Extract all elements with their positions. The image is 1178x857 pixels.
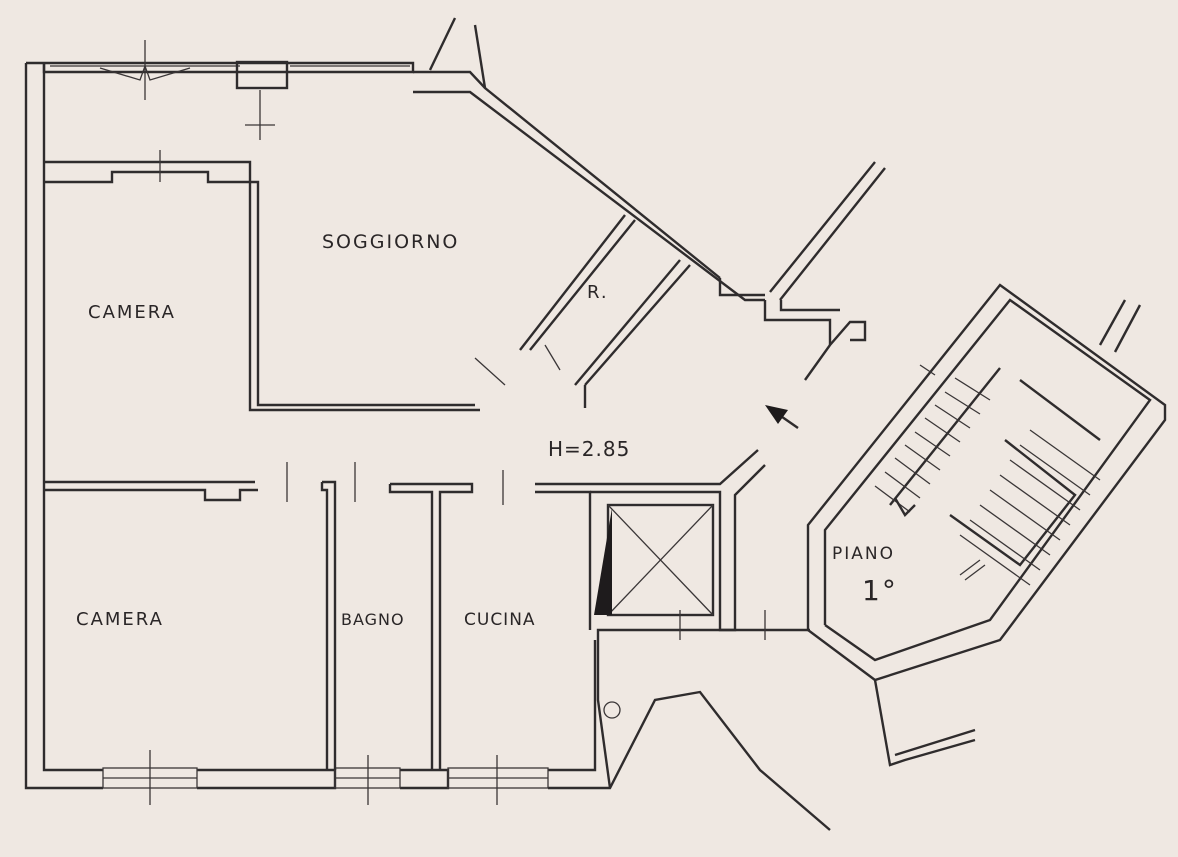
room-label-cucina: CUCINA bbox=[464, 610, 536, 630]
room-label-bagno: BAGNO bbox=[341, 610, 405, 629]
room-label-ripostiglio: R. bbox=[587, 282, 609, 303]
room-label-soggiorno: SOGGIORNO bbox=[322, 231, 460, 253]
floor-number: 1° bbox=[862, 574, 898, 607]
interior-walls bbox=[44, 150, 867, 770]
entry-arrow bbox=[765, 405, 799, 429]
exterior-walls bbox=[24, 17, 886, 831]
room-label-camera-bottom: CAMERA bbox=[76, 609, 164, 630]
stairwell bbox=[806, 283, 1167, 767]
windows bbox=[50, 40, 549, 805]
room-label-camera-top: CAMERA bbox=[88, 302, 176, 323]
floor-label: PIANO bbox=[832, 544, 895, 564]
ceiling-height-label: H=2.85 bbox=[548, 437, 631, 461]
